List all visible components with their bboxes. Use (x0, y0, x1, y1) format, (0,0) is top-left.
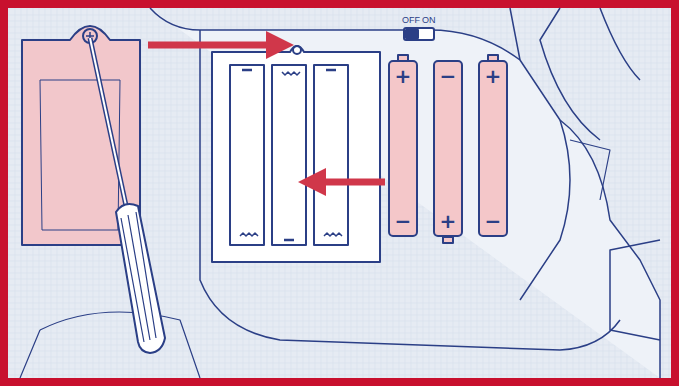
polarity-sign: + (485, 66, 502, 86)
polarity-sign: − (485, 211, 502, 231)
polarity-sign: + (440, 211, 457, 231)
battery: +− (478, 60, 508, 237)
switch-label: ON (422, 15, 436, 25)
battery: −+ (433, 60, 463, 237)
polarity-sign: − (395, 211, 412, 231)
battery: +− (388, 60, 418, 237)
polarity-sign: + (395, 66, 412, 86)
polarity-sign: − (440, 66, 457, 86)
switch-label: OFF (402, 15, 420, 25)
